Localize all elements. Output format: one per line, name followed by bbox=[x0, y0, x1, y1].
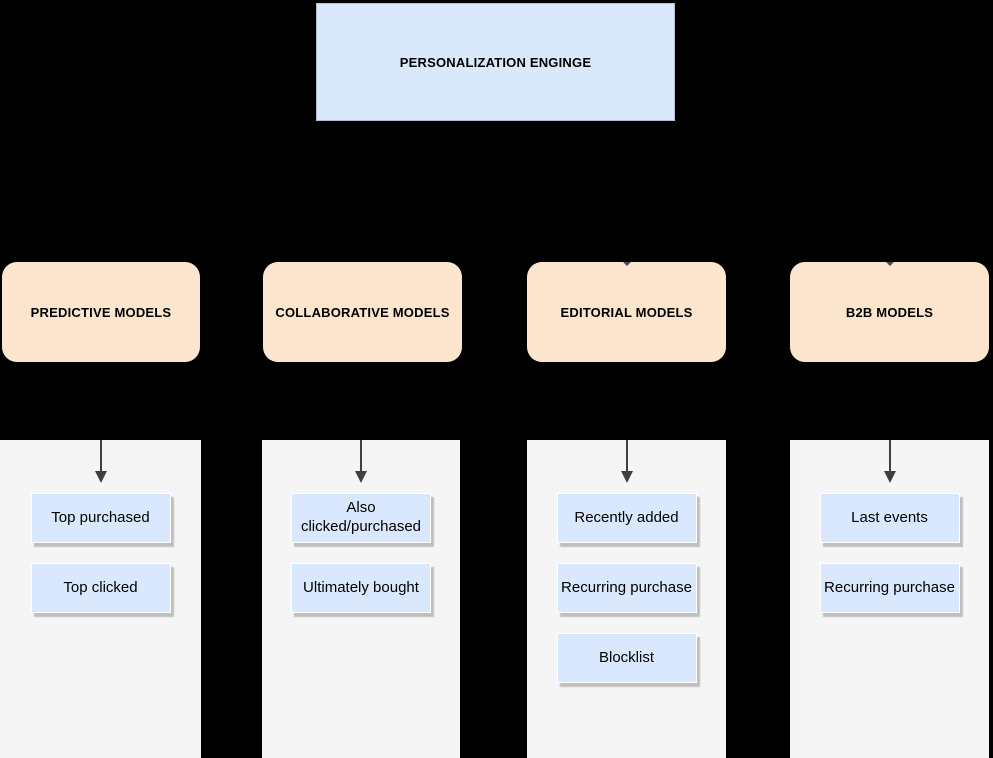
node-also-clicked-purchased: Also clicked/purchased bbox=[291, 493, 431, 543]
node-collaborative-models: COLLABORATIVE MODELS bbox=[263, 262, 462, 362]
node-blocklist-label: Blocklist bbox=[598, 648, 654, 666]
node-last-events: Last events bbox=[819, 493, 960, 543]
node-recently-added-label: Recently added bbox=[574, 508, 679, 526]
arrowhead-icon bbox=[355, 471, 367, 483]
node-collaborative-models-label: COLLABORATIVE MODELS bbox=[275, 304, 450, 320]
node-recurring-purchase-b2b: Recurring purchase bbox=[819, 563, 960, 613]
node-personalization-engine: PERSONALIZATION ENGINGE bbox=[316, 3, 675, 121]
arrow-shaft bbox=[99, 440, 102, 471]
node-editorial-models-label: EDITORIAL MODELS bbox=[560, 304, 693, 320]
arrow-down-icon bbox=[355, 440, 367, 483]
node-ultimately-bought-label: Ultimately bought bbox=[303, 578, 419, 596]
group-predictive-models-items: Top purchased Top clicked bbox=[0, 440, 201, 758]
group-collaborative-models-items: Also clicked/purchased Ultimately bought bbox=[262, 440, 460, 758]
node-top-purchased-label: Top purchased bbox=[51, 508, 150, 526]
arrowhead-icon bbox=[883, 471, 896, 483]
node-recurring-purchase-editorial-label: Recurring purchase bbox=[561, 578, 692, 596]
node-personalization-engine-label: PERSONALIZATION ENGINGE bbox=[399, 54, 592, 70]
node-also-clicked-purchased-label: Also clicked/purchased bbox=[300, 499, 422, 535]
arrow-down-icon bbox=[883, 440, 896, 483]
node-editorial-models: EDITORIAL MODELS bbox=[527, 262, 726, 362]
arrow-shaft bbox=[625, 440, 628, 471]
node-b2b-models: B2B MODELS bbox=[790, 262, 989, 362]
arrow-shaft bbox=[888, 440, 891, 471]
node-top-clicked-label: Top clicked bbox=[63, 578, 138, 596]
arrow-down-icon bbox=[620, 440, 633, 483]
arrow-shaft bbox=[360, 440, 362, 471]
node-recurring-purchase-editorial: Recurring purchase bbox=[556, 563, 697, 613]
node-recurring-purchase-b2b-label: Recurring purchase bbox=[824, 578, 955, 596]
group-editorial-models-items: Recently added Recurring purchase Blockl… bbox=[527, 440, 726, 758]
connector-arrowhead-icon bbox=[622, 262, 631, 266]
connector-arrowhead-icon bbox=[885, 262, 894, 266]
arrowhead-icon bbox=[620, 471, 633, 483]
arrow-down-icon bbox=[94, 440, 107, 483]
node-top-clicked: Top clicked bbox=[30, 563, 171, 613]
node-ultimately-bought: Ultimately bought bbox=[291, 563, 431, 613]
node-predictive-models: PREDICTIVE MODELS bbox=[2, 262, 200, 362]
group-b2b-models-items: Last events Recurring purchase bbox=[790, 440, 989, 758]
node-b2b-models-label: B2B MODELS bbox=[845, 304, 934, 320]
node-blocklist: Blocklist bbox=[556, 633, 697, 683]
node-top-purchased: Top purchased bbox=[30, 493, 171, 543]
node-predictive-models-label: PREDICTIVE MODELS bbox=[30, 304, 172, 320]
node-recently-added: Recently added bbox=[556, 493, 697, 543]
arrowhead-icon bbox=[94, 471, 107, 483]
node-last-events-label: Last events bbox=[851, 508, 928, 526]
